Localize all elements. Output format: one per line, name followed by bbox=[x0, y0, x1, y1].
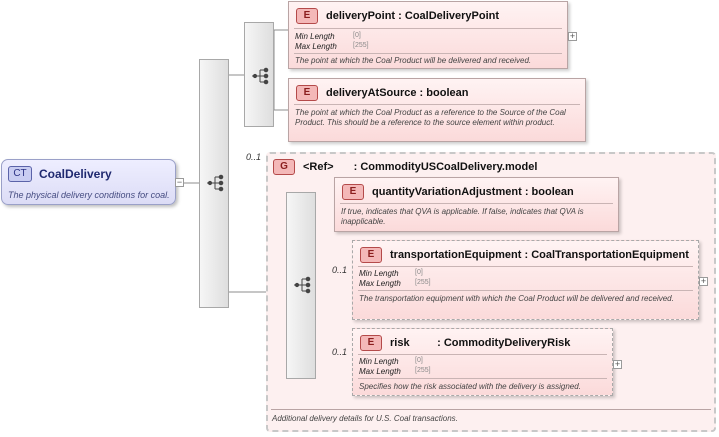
facet-value: [255] bbox=[415, 279, 431, 286]
sequence-compositor-icon bbox=[207, 174, 224, 192]
facet-label: Min Length bbox=[359, 357, 399, 366]
top-sequence-bar[interactable] bbox=[244, 22, 274, 127]
element-cardinality: 0..1 bbox=[332, 347, 348, 357]
divider bbox=[358, 290, 693, 291]
element-cardinality: 0..1 bbox=[332, 265, 348, 275]
element-icon: E bbox=[360, 335, 382, 351]
element-icon: E bbox=[296, 8, 318, 24]
facet-label: Min Length bbox=[359, 269, 399, 278]
element-name: deliveryPoint : CoalDeliveryPoint bbox=[326, 10, 500, 22]
divider bbox=[358, 354, 607, 355]
facet-value: [0] bbox=[415, 357, 423, 364]
expand-plus-icon[interactable]: + bbox=[613, 359, 622, 369]
element-name: transportationEquipment : CoalTransporta… bbox=[390, 249, 689, 261]
group-ref: <Ref> bbox=[303, 161, 334, 173]
element-delivery-point[interactable]: E deliveryPoint : CoalDeliveryPoint Min … bbox=[288, 1, 568, 69]
element-transportation-equipment[interactable]: E transportationEquipment : CoalTranspor… bbox=[352, 240, 699, 320]
facet-value: [255] bbox=[415, 367, 431, 374]
element-name: deliveryAtSource : boolean bbox=[326, 87, 469, 99]
sequence-compositor-icon bbox=[294, 276, 311, 294]
element-delivery-at-source[interactable]: E deliveryAtSource : boolean The point a… bbox=[288, 78, 586, 142]
complex-type-description: The physical delivery conditions for coa… bbox=[8, 190, 170, 200]
group-sequence-bar[interactable] bbox=[286, 192, 316, 379]
element-description: The point at which the Coal Product as a… bbox=[295, 108, 566, 127]
facet-label: Max Length bbox=[359, 367, 401, 376]
facet-label: Min Length bbox=[295, 32, 335, 41]
divider bbox=[271, 409, 711, 410]
element-quantity-variation-adjustment[interactable]: E quantityVariationAdjustment : boolean … bbox=[334, 177, 619, 232]
divider bbox=[340, 203, 613, 204]
element-name: risk : CommodityDeliveryRisk bbox=[390, 337, 571, 349]
complex-type-icon: CT bbox=[8, 166, 32, 182]
main-sequence-bar[interactable] bbox=[199, 59, 229, 308]
group-name: : CommodityUSCoalDelivery.model bbox=[353, 161, 538, 173]
divider bbox=[294, 104, 580, 105]
collapse-minus-icon[interactable]: − bbox=[175, 177, 184, 187]
element-icon: E bbox=[360, 247, 382, 263]
group-description: Additional delivery details for U.S. Coa… bbox=[272, 414, 458, 423]
expand-plus-icon[interactable]: + bbox=[699, 276, 708, 286]
divider bbox=[294, 53, 562, 54]
facet-label: Max Length bbox=[359, 279, 401, 288]
element-risk[interactable]: E risk : CommodityDeliveryRisk Min Lengt… bbox=[352, 328, 613, 396]
divider bbox=[358, 378, 607, 379]
element-icon: E bbox=[296, 85, 318, 101]
group-icon: G bbox=[273, 159, 295, 175]
divider bbox=[358, 266, 693, 267]
facet-value: [0] bbox=[415, 269, 423, 276]
element-description: The transportation equipment with which … bbox=[359, 294, 674, 303]
facet-label: Max Length bbox=[295, 42, 337, 51]
facet-value: [255] bbox=[353, 42, 369, 49]
group-cardinality: 0..1 bbox=[246, 152, 262, 162]
sequence-compositor-icon bbox=[252, 67, 269, 85]
element-name: quantityVariationAdjustment : boolean bbox=[372, 186, 574, 198]
complex-type-name: CoalDelivery bbox=[39, 167, 112, 181]
complex-type-coaldelivery[interactable]: CT CoalDelivery The physical delivery co… bbox=[1, 159, 176, 205]
facet-value: [0] bbox=[353, 32, 361, 39]
element-description: The point at which the Coal Product will… bbox=[295, 56, 532, 65]
element-description: If true, indicates that QVA is applicabl… bbox=[341, 207, 584, 226]
element-description: Specifies how the risk associated with t… bbox=[359, 382, 581, 391]
divider bbox=[294, 28, 562, 29]
element-icon: E bbox=[342, 184, 364, 200]
expand-plus-icon[interactable]: + bbox=[568, 31, 577, 41]
